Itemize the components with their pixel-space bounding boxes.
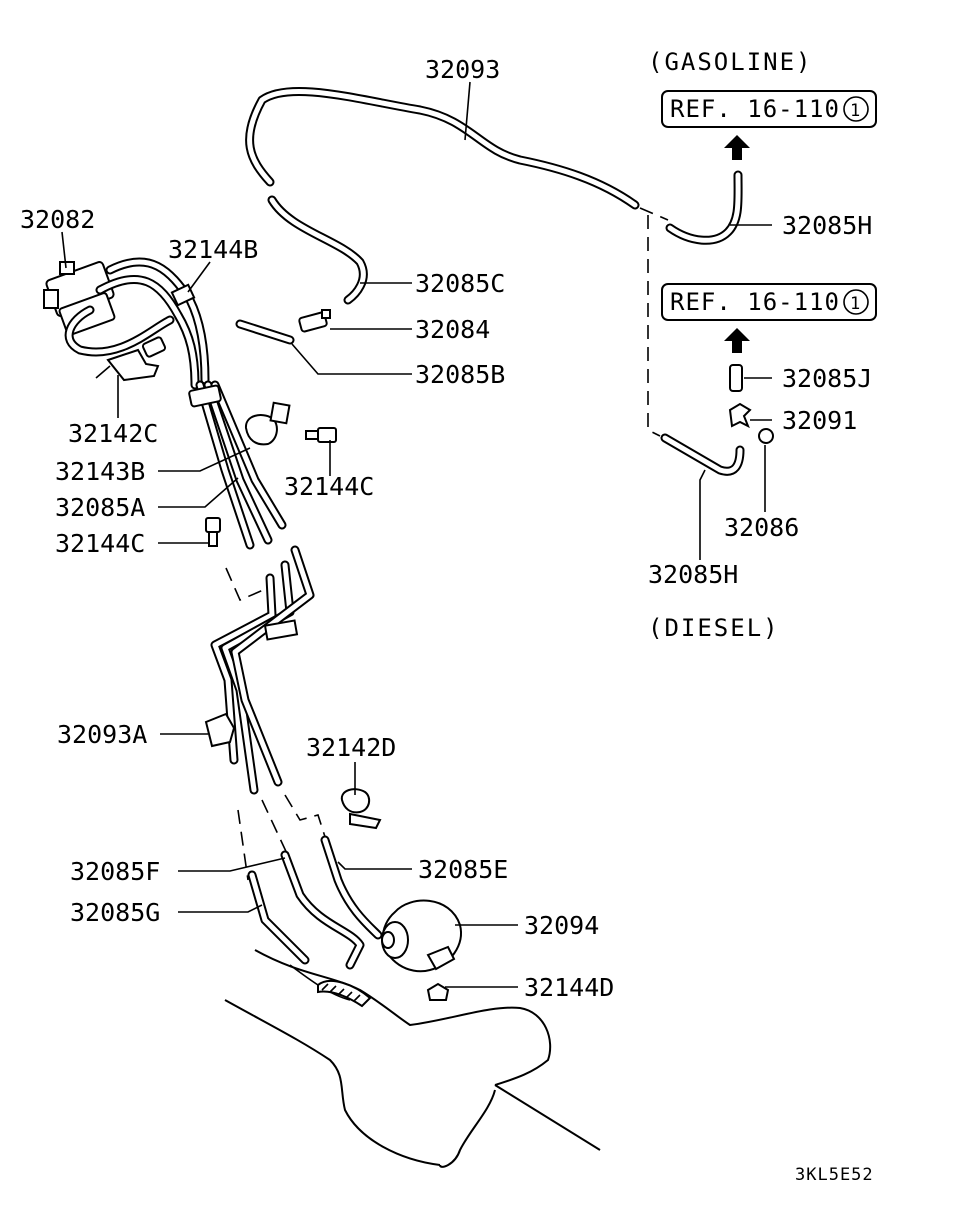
part-label-32085F[interactable]: 32085F	[70, 857, 160, 886]
part-label-32082[interactable]: 32082	[20, 205, 95, 234]
hose-bundle-32085A	[195, 380, 287, 550]
hose-32085F	[247, 870, 310, 965]
part-label-32142C[interactable]: 32142C	[68, 419, 158, 448]
ref-text-gasoline: REF. 16-110	[670, 95, 840, 123]
ref-num-gasoline: 1	[850, 101, 861, 121]
part-label-32085C[interactable]: 32085C	[415, 269, 505, 298]
part-label-32085H-bottom[interactable]: 32085H	[648, 560, 738, 589]
part-label-32093A[interactable]: 32093A	[57, 720, 147, 749]
hose-32085E	[320, 835, 383, 940]
part-label-32094[interactable]: 32094	[524, 911, 599, 940]
dash-connector-f	[237, 809, 249, 881]
dash-connector-right	[647, 215, 661, 437]
figure-code: 3KL5E52	[795, 1165, 874, 1185]
dash-connector-middle	[225, 567, 269, 602]
cap-32086	[758, 428, 774, 444]
part-label-32144C-right[interactable]: 32144C	[284, 472, 374, 501]
part-label-32143B[interactable]: 32143B	[55, 457, 145, 486]
bolt-32144C-right	[305, 427, 337, 443]
section-label-gasoline: (GASOLINE)	[648, 48, 813, 76]
part-label-32142D[interactable]: 32142D	[306, 733, 396, 762]
part-label-32085A[interactable]: 32085A	[55, 493, 145, 522]
hose-32085G	[280, 850, 365, 970]
clamp-32093A	[204, 712, 236, 748]
vehicle-body-outline	[224, 949, 601, 1168]
part-label-32085J[interactable]: 32085J	[782, 364, 872, 393]
clamp-32143B	[244, 401, 291, 446]
hose-32085B	[235, 319, 295, 345]
hose-32093	[245, 86, 640, 210]
canister-32094	[381, 899, 462, 973]
bracket-mid	[263, 619, 299, 641]
bolt-32144C-left	[205, 517, 221, 547]
ref-box-gasoline[interactable]: REF. 16-110 1	[661, 90, 877, 128]
valve-32084	[298, 309, 331, 333]
dash-connector-e	[284, 794, 327, 841]
part-label-32144D[interactable]: 32144D	[524, 973, 614, 1002]
hose-32085H-bottom	[660, 433, 745, 476]
part-label-32085G[interactable]: 32085G	[70, 898, 160, 927]
part-label-32084[interactable]: 32084	[415, 315, 490, 344]
hose-32085J	[729, 364, 743, 392]
part-label-32093[interactable]: 32093	[425, 55, 500, 84]
connector-small-left	[141, 336, 167, 358]
part-label-32085H-top[interactable]: 32085H	[782, 211, 872, 240]
section-label-diesel: (DIESEL)	[648, 614, 780, 642]
part-label-32085B[interactable]: 32085B	[415, 360, 505, 389]
part-label-32085E[interactable]: 32085E	[418, 855, 508, 884]
valve-32082	[43, 261, 116, 336]
ref-num-diesel: 1	[850, 294, 861, 314]
leader-lines	[61, 81, 772, 988]
part-label-32086[interactable]: 32086	[724, 513, 799, 542]
arrow-up-icon-top	[724, 135, 750, 160]
ref-text-diesel: REF. 16-110	[670, 288, 840, 316]
hose-32085C	[267, 195, 368, 305]
bracket-32142C	[95, 348, 160, 382]
part-label-32144B[interactable]: 32144B	[168, 235, 258, 264]
dash-connector-g	[261, 799, 291, 861]
pipe-bundle-lower	[210, 545, 315, 795]
part-label-32091[interactable]: 32091	[782, 406, 857, 435]
clip-32091	[728, 402, 752, 429]
arrow-up-icon-bottom	[724, 328, 750, 353]
bolt-32144D	[426, 982, 450, 1001]
ref-box-diesel[interactable]: REF. 16-110 1	[661, 283, 877, 321]
clamp-32142D	[340, 788, 382, 830]
clamp-upper	[188, 384, 222, 408]
part-label-32144C-left[interactable]: 32144C	[55, 529, 145, 558]
dash-connector-top	[639, 207, 669, 221]
hose-32085H-top	[665, 170, 743, 245]
